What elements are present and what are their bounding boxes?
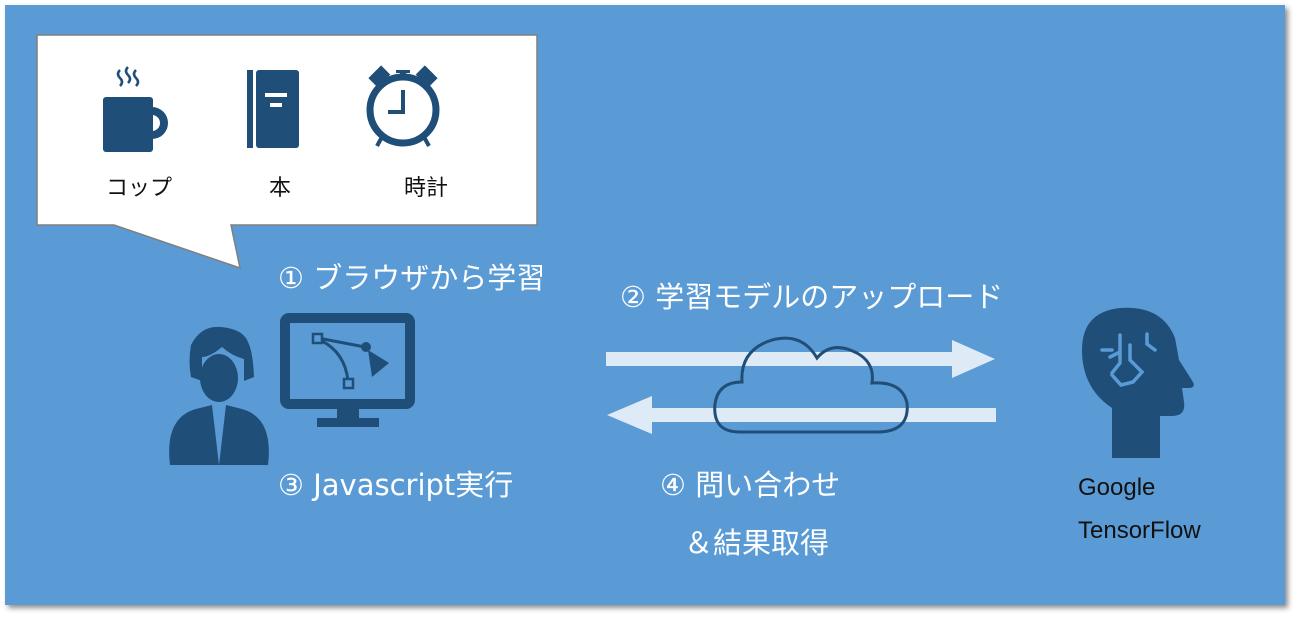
coffee-mug-icon bbox=[103, 66, 168, 152]
bubble-label-clock: 時計 bbox=[404, 176, 449, 201]
ai-brain-head-icon bbox=[1082, 307, 1194, 458]
step4-label-line2: ＆結果取得 bbox=[684, 526, 830, 560]
step2-label: ② 学習モデルのアップロード bbox=[620, 280, 1004, 314]
query-arrow bbox=[607, 396, 996, 434]
server-label-line1: Google bbox=[1078, 474, 1156, 501]
bubble-label-cup: コップ bbox=[106, 176, 173, 201]
step4-label-line1: ④ 問い合わせ bbox=[660, 468, 841, 502]
server-label-line2: TensorFlow bbox=[1078, 517, 1201, 544]
speech-bubble bbox=[36, 34, 538, 270]
step3-label: ③ Javascript実行 bbox=[278, 468, 514, 502]
bubble-label-book: 本 bbox=[269, 176, 292, 201]
cloud-icon bbox=[713, 336, 909, 434]
monitor-drawing-icon bbox=[280, 313, 415, 427]
upload-arrow bbox=[606, 340, 995, 378]
woman-user-icon bbox=[169, 326, 269, 465]
alarm-clock-icon bbox=[366, 65, 440, 147]
step1-label: ① ブラウザから学習 bbox=[278, 261, 546, 295]
book-icon bbox=[247, 70, 299, 148]
